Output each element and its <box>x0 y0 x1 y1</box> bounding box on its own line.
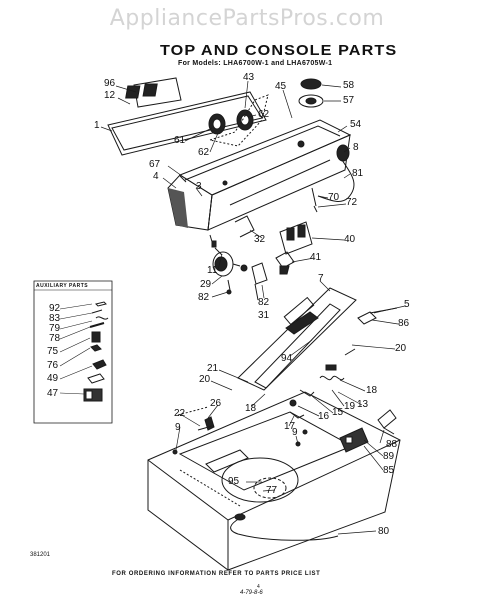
callout-3: 3 <box>196 181 202 192</box>
callout-29: 29 <box>200 279 212 290</box>
cabinet-top <box>148 392 400 570</box>
ordering-note: FOR ORDERING INFORMATION REFER TO PARTS … <box>112 571 321 577</box>
console-housing <box>168 120 350 230</box>
aux-callout-76: 76 <box>47 360 59 371</box>
callout-13: 13 <box>357 399 369 410</box>
callout-77: 77 <box>266 485 278 496</box>
footer-date: 4-79-8-6 <box>240 590 263 596</box>
callout-82: 82 <box>258 297 270 308</box>
callout-7: 7 <box>318 273 324 284</box>
hinge-parts <box>173 407 300 454</box>
auxiliary-parts-box <box>34 281 112 423</box>
part-80-strap <box>231 514 338 540</box>
callout-88: 88 <box>386 439 398 450</box>
callout-11: 11 <box>207 265 218 276</box>
callout-72: 72 <box>346 197 358 208</box>
callout-21: 21 <box>207 363 219 374</box>
aux-callout-47: 47 <box>47 388 59 399</box>
callout-1: 1 <box>94 120 100 131</box>
callout-80: 80 <box>378 526 390 537</box>
callout-41: 41 <box>310 252 322 263</box>
callout-89: 89 <box>383 451 395 462</box>
part-32-bracket <box>235 216 254 237</box>
callout-62: 62 <box>258 109 270 120</box>
callout-20: 20 <box>199 374 211 385</box>
part-58-57-knob <box>299 79 323 107</box>
callout-9: 9 <box>292 427 298 438</box>
callout-22: 22 <box>174 408 186 419</box>
callout-8: 8 <box>353 142 359 153</box>
callout-17: 17 <box>284 421 296 432</box>
part-96-insert <box>126 78 181 107</box>
auxiliary-parts-title: AUXILIARY PARTS <box>36 283 89 289</box>
callout-82: 82 <box>198 292 210 303</box>
leader-lines <box>101 81 405 534</box>
callout-62: 62 <box>198 147 210 158</box>
screws <box>180 176 317 255</box>
aux-callout-79: 79 <box>49 323 61 334</box>
aux-callout-92: 92 <box>49 303 61 314</box>
callout-58: 58 <box>343 80 355 91</box>
callout-61: 61 <box>174 135 186 146</box>
part-29-motor <box>213 252 247 294</box>
lid-switch-parts <box>290 349 355 434</box>
document-code: 381201 <box>30 552 51 558</box>
callout-95: 95 <box>228 476 240 487</box>
callout-70: 70 <box>328 192 340 203</box>
page-number: 4 <box>257 584 260 590</box>
callout-19: 19 <box>344 401 356 412</box>
callout-31: 31 <box>258 310 270 321</box>
callout-20: 20 <box>395 343 407 354</box>
part-5-86-hinge <box>358 308 397 324</box>
callout-43: 43 <box>243 72 255 83</box>
callout-4: 4 <box>153 171 159 182</box>
aux-callout-78: 78 <box>49 333 61 344</box>
callout-96: 96 <box>104 78 116 89</box>
callout-16: 16 <box>318 411 330 422</box>
callout-40: 40 <box>344 234 356 245</box>
callout-12: 12 <box>104 90 116 101</box>
part-41-clip <box>276 252 294 274</box>
aux-callout-75: 75 <box>47 346 59 357</box>
callout-86: 86 <box>398 318 410 329</box>
timer-assembly <box>209 95 268 146</box>
callout-85: 85 <box>383 465 395 476</box>
callout-18: 18 <box>366 385 378 396</box>
callout-94: 94 <box>281 353 293 364</box>
diagram-subtitle: For Models: LHA6700W-1 and LHA6705W-1 <box>178 60 333 67</box>
callout-54: 54 <box>350 119 362 130</box>
callout-67: 67 <box>149 159 161 170</box>
callout-81: 81 <box>352 168 364 179</box>
callout-18: 18 <box>245 403 257 414</box>
callout-15: 15 <box>332 407 344 418</box>
callout-57: 57 <box>343 95 355 106</box>
part-8-and-harness <box>318 145 354 202</box>
callout-5: 5 <box>404 299 410 310</box>
aux-callout-49: 49 <box>47 373 59 384</box>
part-40-switch <box>280 222 312 254</box>
part-7-lid <box>238 288 356 390</box>
part-88-89-85 <box>340 410 396 452</box>
aux-callout-83: 83 <box>49 313 61 324</box>
watermark: AppliancePartsPros.com <box>109 6 385 31</box>
callout-32: 32 <box>254 234 266 245</box>
callout-45: 45 <box>275 81 287 92</box>
diagram-title: TOP AND CONSOLE PARTS <box>160 42 398 59</box>
callout-9: 9 <box>175 422 181 433</box>
part-82-bracket <box>252 263 267 300</box>
callout-26: 26 <box>210 398 222 409</box>
